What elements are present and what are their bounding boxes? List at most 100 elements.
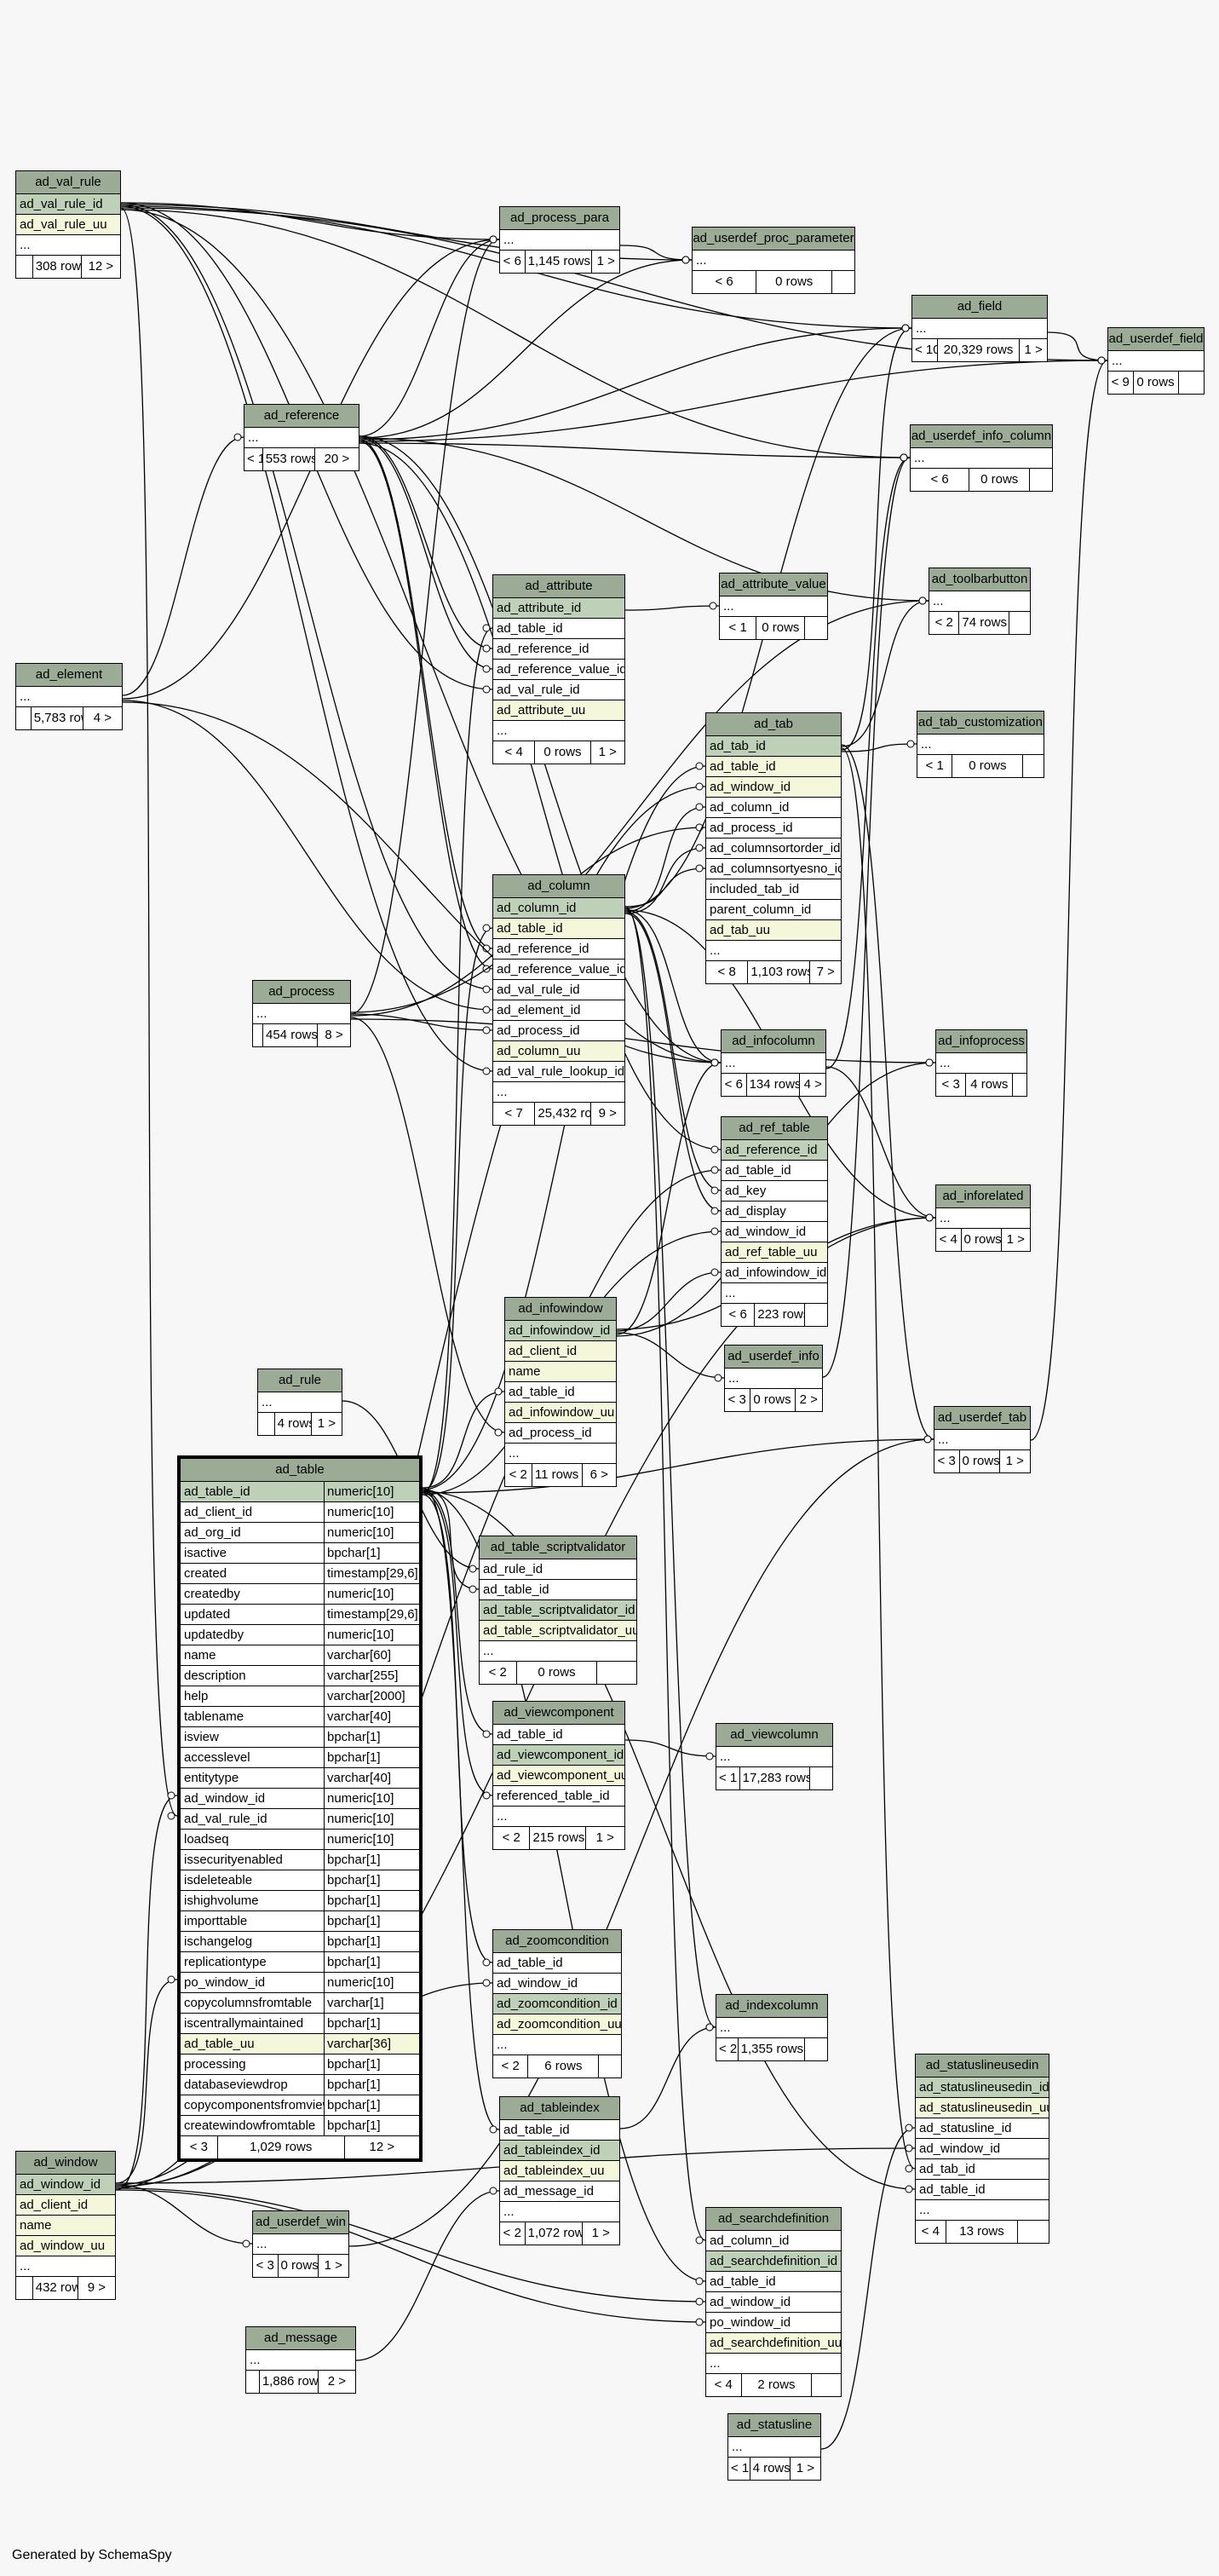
child-count[interactable]: 9 > xyxy=(598,1106,617,1121)
table-name[interactable]: ad_toolbarbutton xyxy=(929,568,1030,591)
table-name[interactable]: ad_field xyxy=(912,296,1047,319)
table-name[interactable]: ad_column xyxy=(493,875,624,898)
child-count[interactable] xyxy=(805,1304,827,1326)
child-count[interactable] xyxy=(810,1767,832,1789)
parent-count[interactable]: < 2 xyxy=(480,1662,517,1684)
parent-count[interactable]: < 1 xyxy=(917,755,953,777)
table-name[interactable]: ad_userdef_field xyxy=(1108,328,1204,351)
table-name[interactable]: ad_attribute xyxy=(493,575,624,598)
child-count[interactable]: 1 > xyxy=(1005,1454,1024,1468)
table-name[interactable]: ad_zoomcondition xyxy=(493,1930,621,1953)
child-count[interactable] xyxy=(1179,372,1204,394)
parent-count[interactable]: < 1 xyxy=(728,2458,750,2480)
child-count[interactable]: 1 > xyxy=(796,2461,814,2475)
child-count[interactable]: 1 > xyxy=(598,745,617,759)
parent-count[interactable]: < 6 xyxy=(500,251,526,273)
parent-count[interactable]: < 3 xyxy=(934,1450,960,1472)
table-name[interactable]: ad_attribute_value xyxy=(720,573,827,596)
child-count[interactable] xyxy=(812,2374,841,2396)
table-name[interactable]: ad_searchdefinition xyxy=(706,2208,841,2231)
parent-count[interactable]: < 4 xyxy=(706,2374,742,2396)
table-name[interactable]: ad_userdef_win xyxy=(253,2211,348,2234)
child-count[interactable] xyxy=(599,2055,621,2078)
child-count[interactable]: 1 > xyxy=(596,254,615,268)
table-name[interactable]: ad_userdef_proc_parameter xyxy=(693,228,854,251)
parent-count[interactable]: < 2 xyxy=(929,612,960,634)
parent-count[interactable]: < 3 xyxy=(725,1389,750,1411)
child-count[interactable]: 12 > xyxy=(369,2140,395,2154)
parent-count[interactable] xyxy=(16,2277,33,2299)
table-name[interactable]: ad_indexcolumn xyxy=(716,1995,827,2018)
table-name[interactable]: ad_infoprocess xyxy=(936,1030,1026,1053)
child-count[interactable]: 6 > xyxy=(589,1467,608,1482)
child-count[interactable]: 1 > xyxy=(317,1416,336,1431)
child-count[interactable]: 20 > xyxy=(324,452,350,466)
parent-count[interactable]: < 8 xyxy=(706,961,749,983)
parent-count[interactable]: < 6 xyxy=(722,1074,747,1096)
table-name[interactable]: ad_message xyxy=(246,2327,355,2350)
table-name[interactable]: ad_ref_table xyxy=(722,1117,827,1140)
parent-count[interactable]: < 3 xyxy=(936,1074,967,1096)
parent-count[interactable] xyxy=(246,2371,260,2393)
table-name[interactable]: ad_reference xyxy=(244,405,359,428)
table-name[interactable]: ad_process xyxy=(253,981,350,1004)
parent-count[interactable]: < 2 xyxy=(493,2055,529,2078)
parent-count[interactable]: < 2 xyxy=(505,1464,532,1486)
parent-count[interactable]: < 1 xyxy=(720,617,757,639)
child-count[interactable]: 9 > xyxy=(87,2280,106,2295)
parent-count[interactable]: < 7 xyxy=(493,1103,536,1125)
parent-count[interactable]: < 1 xyxy=(244,448,263,470)
child-count[interactable] xyxy=(1023,755,1044,777)
table-name[interactable]: ad_userdef_info xyxy=(725,1346,822,1369)
table-name[interactable]: ad_tableindex xyxy=(500,2097,619,2120)
child-count[interactable]: 1 > xyxy=(595,1830,614,1845)
table-name[interactable]: ad_infowindow xyxy=(505,1298,616,1321)
parent-count[interactable] xyxy=(16,256,33,278)
parent-count[interactable]: < 10 xyxy=(912,339,938,361)
table-name[interactable]: ad_rule xyxy=(258,1369,342,1392)
parent-count[interactable]: < 3 xyxy=(181,2136,218,2158)
child-count[interactable] xyxy=(1030,469,1052,491)
child-count[interactable]: 1 > xyxy=(1024,343,1043,357)
table-name[interactable]: ad_viewcolumn xyxy=(716,1724,832,1747)
child-count[interactable] xyxy=(1013,1074,1026,1096)
parent-count[interactable]: < 2 xyxy=(716,2038,739,2060)
child-count[interactable]: 2 > xyxy=(799,1392,818,1407)
parent-count[interactable]: < 6 xyxy=(911,469,970,491)
parent-count[interactable]: < 6 xyxy=(722,1304,756,1326)
parent-count[interactable]: < 3 xyxy=(253,2255,279,2277)
parent-count[interactable] xyxy=(258,1413,275,1435)
table-name[interactable]: ad_val_rule xyxy=(16,171,120,194)
table-name[interactable]: ad_tab_customization xyxy=(917,712,1044,735)
child-count[interactable]: 4 > xyxy=(93,711,112,725)
parent-count[interactable]: < 4 xyxy=(936,1229,962,1251)
child-count[interactable]: 1 > xyxy=(1006,1232,1025,1247)
parent-count[interactable] xyxy=(253,1024,263,1046)
child-count[interactable] xyxy=(832,271,854,293)
child-count[interactable]: 8 > xyxy=(325,1028,343,1042)
parent-count[interactable]: < 2 xyxy=(493,1827,531,1849)
parent-count[interactable]: < 4 xyxy=(916,2221,946,2243)
child-count[interactable]: 2 > xyxy=(327,2374,346,2389)
table-name[interactable]: ad_table xyxy=(181,1459,419,1482)
